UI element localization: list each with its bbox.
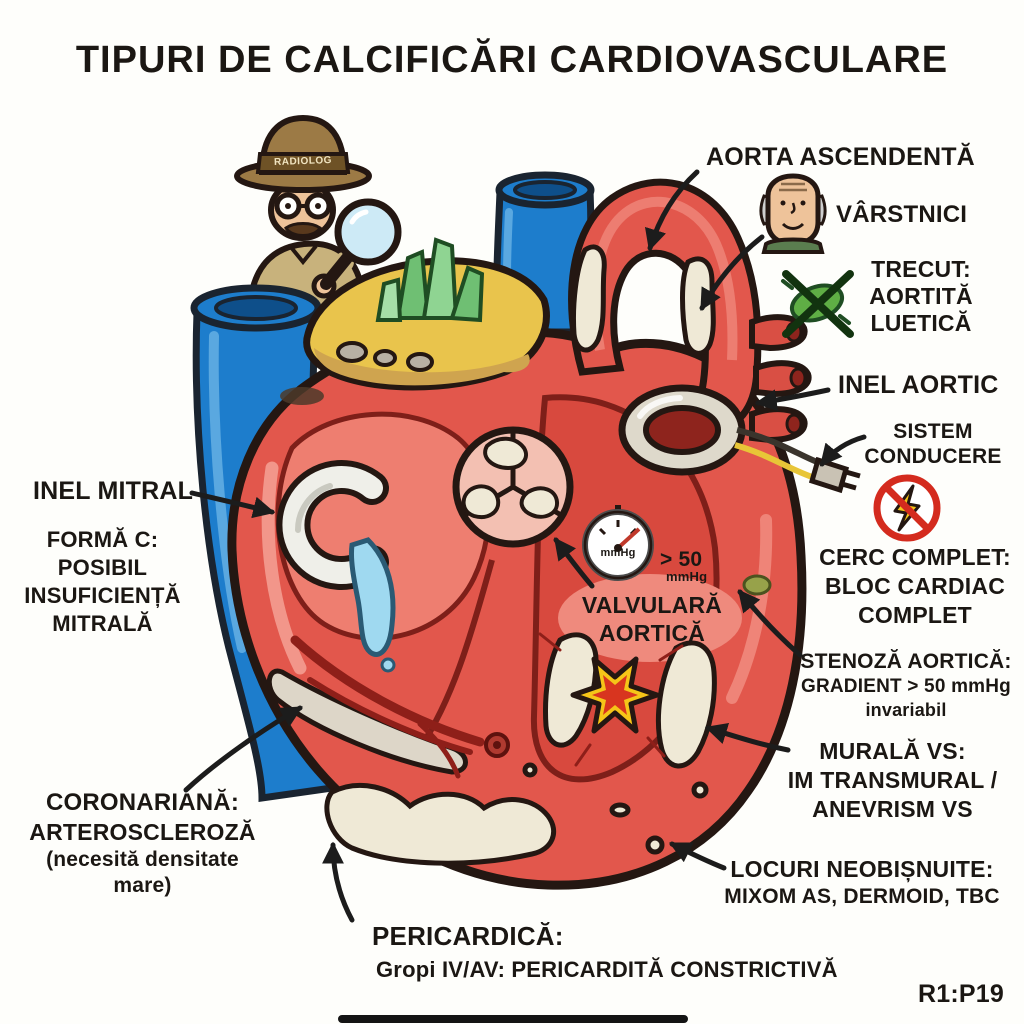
calcification-patch (655, 640, 717, 769)
arrow (322, 841, 355, 923)
label-varstnici: VÂRSTNICI (836, 201, 968, 228)
label-line: ARTEROSCLEROZĂ (29, 819, 256, 845)
arrow (819, 434, 867, 467)
crossed-bacteria-icon (781, 270, 854, 338)
label-line: CERC COMPLET: (819, 544, 1011, 570)
crossed-bolt-icon (873, 474, 941, 542)
arrow (754, 387, 831, 412)
arrow (737, 589, 803, 658)
crystal-deposit (375, 237, 485, 323)
bottom-bar (338, 1015, 688, 1023)
plug-icon (808, 456, 850, 494)
gauge-reading-unit: mmHg (666, 569, 708, 584)
calcification-patch (609, 802, 631, 818)
calcification-patch (571, 244, 607, 353)
label-stenoza-aortica: STENOZĂ AORTICĂ: GRADIENT > 50 mmHg inva… (795, 649, 1017, 722)
mitral-ring (276, 460, 389, 590)
label-line: CONDUCERE (864, 444, 1002, 468)
label-line: BLOC CARDIAC (825, 572, 1005, 599)
label-line: INSUFICIENȚĂ (24, 582, 181, 608)
label-valvulara-aortica: VALVULARĂ AORTICĂ (577, 591, 727, 647)
label-line: AORTITĂ (869, 282, 973, 309)
calcification-patch (543, 632, 599, 748)
calcification-patch (645, 835, 665, 855)
gauge-dial-unit: mmHg (600, 547, 636, 559)
gauge-reading-value: > 50 (660, 548, 703, 571)
arrow (553, 537, 595, 589)
glasses-icon (274, 192, 332, 220)
label-line: MIXOM AS, DERMOID, TBC (724, 885, 1000, 909)
label-coronariana: CORONARIANĂ: ARTEROSCLEROZĂ (necesită de… (15, 788, 270, 899)
label-aorta-ascendenta: AORTA ASCENDENTĂ (706, 143, 975, 171)
label-line: AORTICĂ (598, 620, 706, 647)
pulmonary-vein-stubs (749, 314, 812, 444)
outflow-highlight (558, 574, 742, 662)
label-pericardica-title: PERICARDICĂ: (372, 921, 564, 951)
label-sistem-conducere: SISTEM CONDUCERE (858, 420, 1008, 470)
elderly-man-icon (759, 173, 827, 254)
label-forma-c: FORMĂ C: POSIBIL INSUFICIENȚĂ MITRALĂ (5, 526, 200, 638)
label-inel-mitral: INEL MITRAL (33, 477, 194, 505)
label-line: COMPLET (858, 601, 972, 628)
calcification-patch (324, 782, 556, 866)
label-line: VALVULARĂ (581, 592, 723, 618)
aortic-ring (618, 384, 746, 476)
arrow (699, 234, 765, 311)
label-pericardica-detail: Gropi IV/AV: PERICARDITĂ CONSTRICTIVĂ (376, 957, 838, 982)
mineral-deposit-scene (303, 237, 550, 391)
label-line: ANEVRISM VS (812, 795, 973, 822)
arrow (183, 705, 303, 793)
annotation-arrows (183, 169, 867, 923)
arrow (669, 841, 727, 871)
label-line: MITRALĂ (52, 610, 153, 636)
label-line: POSIBIL (57, 554, 148, 580)
explorer-hat (234, 114, 372, 193)
label-line: LUETICĂ (870, 309, 972, 336)
coronary-arteries (290, 635, 485, 779)
crack-lines (538, 632, 684, 767)
calcification-patch (680, 256, 716, 356)
page-reference: R1:P19 (918, 980, 1004, 1008)
label-line: TRECUT: (871, 256, 971, 282)
label-line: SISTEM (893, 420, 973, 443)
calcification-patch (522, 762, 538, 778)
calcification-patch (691, 781, 709, 799)
label-murala-vs: MURALĂ VS: IM TRANSMURAL / ANEVRISM VS (775, 737, 1010, 824)
label-line: IM TRANSMURAL / (787, 766, 998, 793)
mustache (284, 222, 322, 237)
page-title: TIPURI DE CALCIFICĂRI CARDIOVASCULARE (75, 39, 949, 81)
magnifier-icon (320, 198, 402, 290)
label-line: LOCURI NEOBIȘNUITE: (730, 856, 994, 882)
arrow (704, 722, 791, 753)
label-line: invariabil (865, 700, 947, 720)
label-line: MURALĂ VS: (819, 738, 966, 764)
label-line: FORMĂ C: (46, 527, 159, 552)
aortic-valve (452, 426, 574, 548)
label-line: GRADIENT > 50 mmHg (800, 676, 1011, 698)
calcification-patches (266, 244, 717, 866)
label-line: STENOZĂ AORTICĂ: (800, 650, 1012, 673)
explosion-icon (570, 656, 660, 734)
label-line: CORONARIANĂ: (45, 789, 240, 816)
label-bloc-cardiac: CERC COMPLET: BLOC CARDIAC COMPLET (812, 543, 1018, 629)
label-inel-aortic: INEL AORTIC (838, 371, 999, 399)
pressure-gauge-icon (582, 505, 654, 581)
label-locuri-neobisnuite: LOCURI NEOBIȘNUITE: MIXOM AS, DERMOID, T… (703, 855, 1021, 911)
arrow (189, 490, 276, 519)
label-aortita-luetica: TRECUT: AORTITĂ LUETICĂ (856, 256, 986, 337)
regurgitation-jet (349, 537, 396, 673)
arrow (644, 169, 700, 252)
gauge-reading: > 50 mmHg (660, 549, 740, 583)
label-line: mare) (113, 874, 172, 897)
label-line: (necesită densitate (46, 847, 239, 871)
